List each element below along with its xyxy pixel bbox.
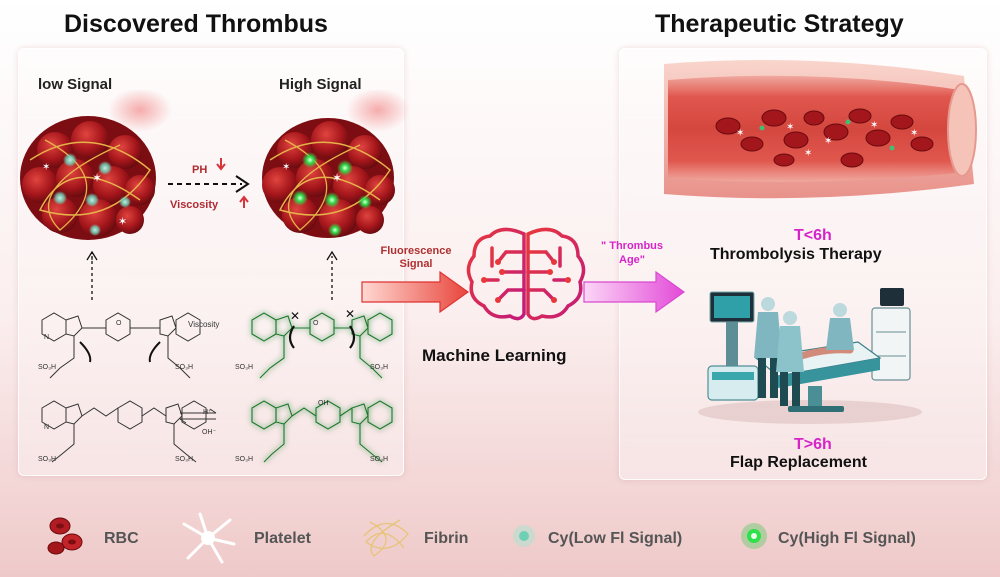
svg-text:✶: ✶	[92, 171, 102, 185]
platelet-icon	[182, 512, 236, 564]
legend-cy-low-label: Cy(Low Fl Signal)	[548, 530, 683, 547]
t-greater-than-6h-label: T>6h	[794, 436, 832, 453]
light-beam-high	[346, 90, 410, 132]
cy-molecule-high-1	[251, 312, 393, 379]
legend-platelet-label: Platelet	[254, 530, 311, 547]
chem-so3h-7: SO₃H	[235, 456, 254, 463]
svg-text:✶: ✶	[910, 128, 918, 139]
viscosity-label: Viscosity	[170, 199, 219, 211]
chemical-structures: ✕ ✕	[41, 307, 393, 463]
chem-viscosity-label: Viscosity	[188, 320, 220, 329]
chem-so3h-2: SO₃H	[175, 364, 194, 371]
svg-text:✶: ✶	[870, 120, 878, 131]
left-panel-title: Discovered Thrombus	[64, 10, 328, 38]
ph-down-arrow	[216, 158, 226, 171]
high-signal-label: High Signal	[279, 76, 362, 93]
svg-text:✶: ✶	[824, 136, 832, 147]
chem-so3h-1: SO₃H	[38, 364, 57, 371]
equilibrium-arrow-back	[179, 418, 216, 424]
ph-label: PH	[192, 164, 208, 176]
chem-oh-group-label: OH	[318, 400, 329, 407]
fluorescence-label-line1: Fluorescence	[380, 245, 452, 257]
svg-text:✕: ✕	[345, 307, 355, 321]
monitor-equipment	[707, 291, 759, 401]
chem-so3h-3: SO₃H	[235, 364, 254, 371]
chem-o-label-1: O	[116, 320, 122, 327]
legend: RBC Platelet Fibrin Cy(Low Fl Signal) Cy…	[0, 500, 1000, 577]
thrombus-age-label-line2: Age"	[619, 254, 645, 266]
chem-n-2: N	[44, 424, 50, 431]
flap-replacement-label: Flap Replacement	[730, 454, 867, 471]
surgery-illustration	[698, 288, 922, 424]
rbc-icon	[47, 517, 83, 555]
cy-molecule-high-2	[251, 400, 393, 463]
right-panel-title: Therapeutic Strategy	[655, 10, 904, 38]
equilibrium-arrow-forward	[180, 408, 217, 414]
svg-text:✶: ✶	[282, 162, 290, 173]
legend-cy-high-label: Cy(High Fl Signal)	[778, 530, 916, 547]
chem-o-label-2: O	[313, 320, 319, 327]
cy-low-signal-icon	[513, 525, 535, 547]
fluorescence-label-line2: Signal	[399, 258, 433, 270]
chem-so3h-6: SO₃H	[175, 456, 194, 463]
blood-vessel-illustration: ✶ ✶ ✶ ✶ ✶ ✶	[664, 60, 977, 199]
fluorescence-arrow	[361, 270, 470, 314]
machine-learning-label: Machine Learning	[422, 346, 567, 365]
cy-molecule-low-2	[41, 400, 207, 463]
chem-h-label: H⁺	[203, 409, 212, 416]
svg-text:✶: ✶	[42, 162, 50, 173]
brain-icon	[466, 227, 586, 321]
chem-so3h-4: SO₃H	[370, 364, 389, 371]
chem-so3h-8: SO₃H	[370, 456, 389, 463]
chem-so3h-5: SO₃H	[38, 456, 57, 463]
svg-text:✕: ✕	[290, 309, 300, 323]
thrombolysis-therapy-label: Thrombolysis Therapy	[710, 246, 882, 263]
thrombus-age-arrow	[583, 270, 686, 314]
chem-oh-label: OH⁻	[202, 429, 217, 436]
thrombus-illustrations: ✶ ✶ ✶ ✶ ✶	[20, 90, 410, 260]
svg-text:✶: ✶	[804, 148, 812, 159]
svg-text:✶: ✶	[736, 128, 744, 139]
cy-molecule-low-1	[41, 312, 201, 379]
thrombus-high-signal: ✶ ✶	[262, 118, 395, 238]
cy-high-signal-icon	[741, 523, 767, 549]
equipment-cabinet	[871, 288, 911, 381]
t-less-than-6h-label: T<6h	[794, 227, 832, 244]
thrombus-low-signal: ✶ ✶ ✶	[20, 116, 156, 240]
low-signal-label: low Signal	[38, 76, 113, 93]
light-beam-low	[108, 90, 172, 132]
thrombus-age-label-line1: " Thrombus	[600, 240, 664, 252]
svg-text:✶: ✶	[786, 122, 794, 133]
legend-rbc-label: RBC	[104, 530, 139, 547]
svg-text:✶: ✶	[332, 171, 342, 185]
viscosity-up-arrow	[239, 195, 249, 208]
vertical-dotted-arrows	[86, 250, 338, 300]
svg-text:✶: ✶	[118, 215, 127, 228]
fibrin-icon	[363, 519, 409, 557]
chem-n-1: N	[44, 334, 50, 341]
surgeon-figures	[754, 297, 854, 406]
legend-fibrin-label: Fibrin	[424, 530, 469, 547]
